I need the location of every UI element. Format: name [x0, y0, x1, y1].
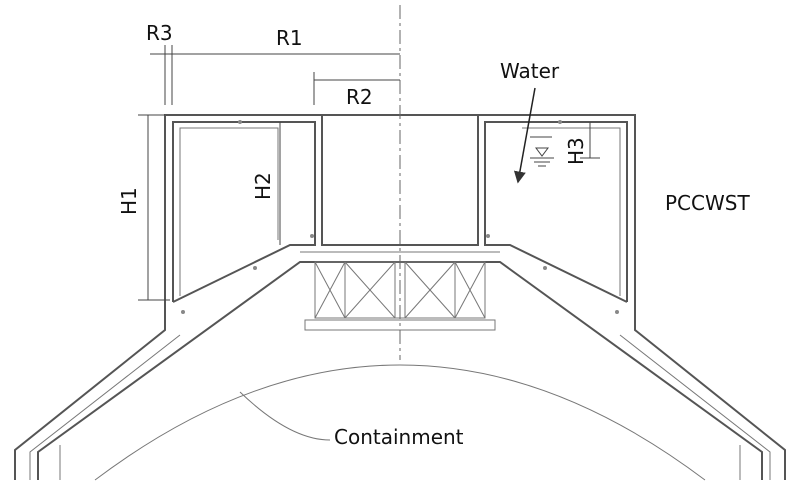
pccwst-label: PCCWST	[665, 191, 750, 215]
water-arrow	[513, 87, 536, 184]
containment-leader	[239, 391, 331, 441]
r2-label: R2	[346, 85, 373, 109]
h2-label: H2	[251, 172, 275, 200]
roof-shell-mid	[29, 334, 771, 480]
right-tank-inner	[522, 127, 621, 296]
cross-bracing	[304, 261, 496, 331]
containment-dome	[94, 364, 706, 481]
containment-label: Containment	[334, 425, 464, 449]
r3-label: R3	[146, 21, 173, 45]
left-tank-wall	[172, 121, 316, 303]
r1-label: R1	[276, 26, 303, 50]
bolt-dots	[181, 120, 619, 314]
water-label: Water	[500, 59, 560, 83]
central-shaft	[321, 115, 479, 246]
h3-label: H3	[564, 137, 588, 165]
h1-label: H1	[117, 187, 141, 215]
left-tank-inner	[179, 127, 279, 296]
water-level-icon	[530, 147, 554, 167]
right-tank-wall	[484, 121, 628, 303]
